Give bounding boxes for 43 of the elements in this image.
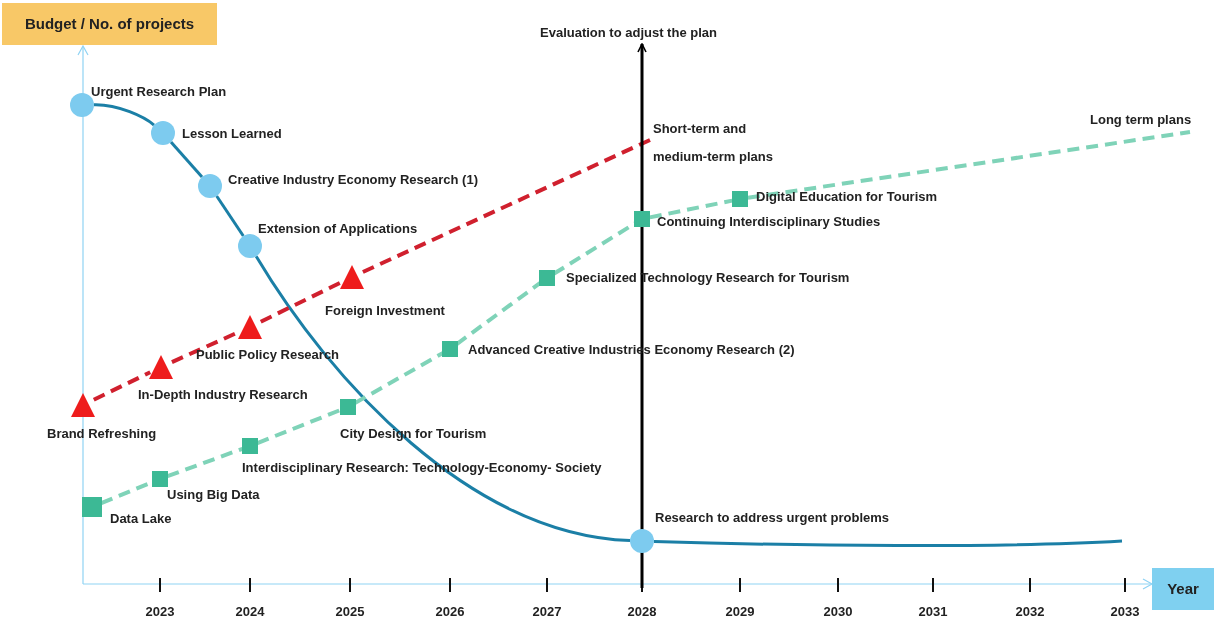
milestone-label: Brand Refreshing bbox=[47, 426, 157, 442]
connector-line bbox=[215, 195, 245, 237]
milestone-label: Continuing Interdisciplinary Studies bbox=[657, 214, 881, 230]
milestone-label: Lesson Learned bbox=[182, 126, 282, 142]
connector-line bbox=[653, 539, 1123, 548]
connector-line bbox=[254, 255, 631, 543]
connector-line bbox=[649, 198, 733, 220]
connector-line bbox=[747, 130, 1191, 200]
x-axis-title: Year bbox=[1152, 568, 1214, 610]
year-label: 2028 bbox=[626, 604, 658, 620]
year-label: 2023 bbox=[144, 604, 176, 620]
connector-line bbox=[362, 138, 651, 274]
milestone-label: Foreign Investment bbox=[325, 303, 445, 319]
year-label: 2032 bbox=[1014, 604, 1046, 620]
year-label: 2029 bbox=[724, 604, 756, 620]
connector-line bbox=[92, 370, 152, 402]
arrow bbox=[637, 43, 647, 588]
year-label: 2025 bbox=[334, 604, 366, 620]
milestone-label: Using Big Data bbox=[167, 487, 260, 503]
y-axis-title: Budget / No. of projects bbox=[2, 3, 217, 45]
connector-line bbox=[256, 408, 342, 445]
connector-line bbox=[259, 280, 343, 324]
plan-label: Short-term and medium-term plans bbox=[653, 115, 793, 171]
connector-line bbox=[169, 141, 204, 178]
connector-line bbox=[353, 351, 445, 405]
milestone-label: Creative Industry Economy Research (1) bbox=[228, 172, 478, 188]
year-label: 2026 bbox=[434, 604, 466, 620]
connector-line bbox=[93, 103, 155, 127]
year-label: 2027 bbox=[531, 604, 563, 620]
milestone-label: Extension of Applications bbox=[258, 221, 418, 237]
year-label: 2030 bbox=[822, 604, 854, 620]
year-label: 2024 bbox=[234, 604, 266, 620]
milestone-label: Urgent Research Plan bbox=[91, 84, 227, 100]
milestone-label: In-Depth Industry Research bbox=[138, 387, 308, 403]
connector-line bbox=[455, 281, 542, 346]
milestone-label: Data Lake bbox=[110, 511, 172, 527]
plan-label: Long term plans bbox=[1090, 112, 1192, 128]
milestone-label: Research to address urgent problems bbox=[655, 510, 890, 526]
connector-line bbox=[166, 446, 244, 479]
year-label: 2031 bbox=[917, 604, 949, 620]
year-label: 2033 bbox=[1109, 604, 1141, 620]
plan-label: Evaluation to adjust the plan bbox=[540, 25, 717, 41]
milestone-label: Digital Education for Tourism bbox=[756, 189, 938, 205]
